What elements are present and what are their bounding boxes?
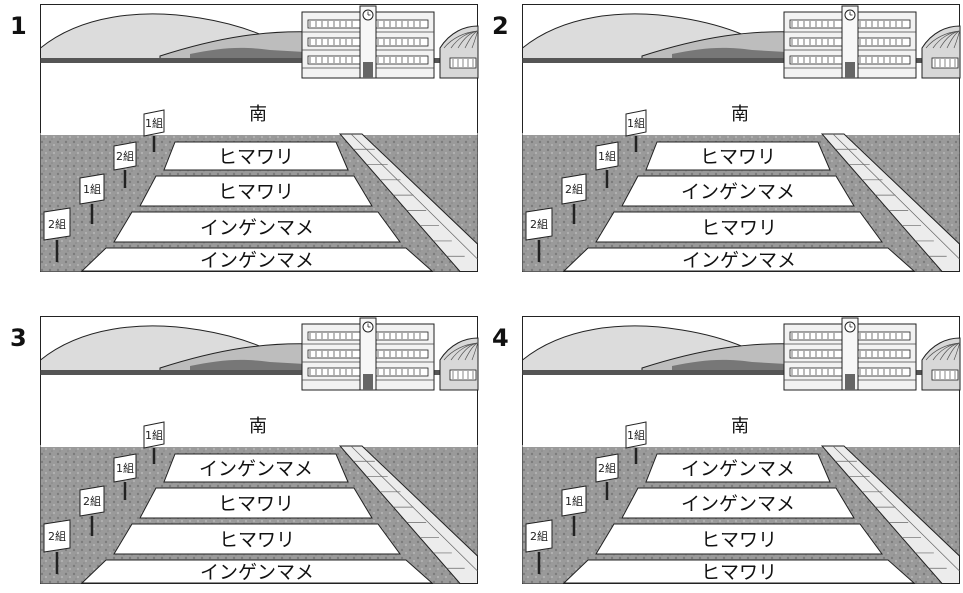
- sign-label: 2組: [530, 530, 548, 543]
- school-entrance: [363, 62, 373, 78]
- road-strip: [40, 370, 478, 375]
- bed-label: ヒマワリ: [218, 493, 294, 515]
- bed-label: インゲンマメ: [200, 250, 314, 272]
- sign-label: 2組: [116, 150, 134, 163]
- road-strip: [40, 58, 478, 63]
- flower-bed: インゲンマメ: [562, 247, 916, 272]
- class-sign: 2組: [525, 207, 553, 262]
- sign-label: 2組: [83, 495, 101, 508]
- bed-label: インゲンマメ: [199, 458, 313, 480]
- class-sign: 2組: [561, 173, 587, 224]
- bed-label: ヒマワリ: [700, 146, 776, 168]
- gymnasium: [921, 337, 961, 391]
- school-entrance: [363, 374, 373, 390]
- flower-bed: ヒマワリ: [562, 559, 916, 584]
- flower-bed: インゲンマメ: [621, 487, 855, 519]
- class-sign: 2組: [79, 485, 105, 536]
- bed-label: ヒマワリ: [701, 217, 777, 239]
- bed-label: インゲンマメ: [681, 181, 795, 203]
- school-entrance: [845, 374, 855, 390]
- class-sign: 2組: [525, 519, 553, 574]
- sign-label: 2組: [530, 218, 548, 231]
- class-sign: 1組: [113, 453, 137, 500]
- panel-number: 3: [10, 324, 27, 352]
- class-sign: 1組: [143, 421, 165, 464]
- bed-label: インゲンマメ: [200, 562, 314, 584]
- class-sign: 1組: [79, 173, 105, 224]
- class-sign: 2組: [595, 453, 619, 500]
- class-sign: 1組: [625, 109, 647, 152]
- sign-label: 1組: [627, 429, 645, 442]
- sign-label: 1組: [145, 117, 163, 130]
- sign-label: 1組: [565, 495, 583, 508]
- gymnasium: [439, 337, 479, 391]
- panel-number: 1: [10, 12, 27, 40]
- walkway: [820, 133, 960, 272]
- class-sign: 1組: [561, 485, 587, 536]
- bed-label: インゲンマメ: [681, 493, 795, 515]
- sign-label: 2組: [48, 530, 66, 543]
- panel-number: 2: [492, 12, 509, 40]
- class-sign: 2組: [113, 141, 137, 188]
- flower-bed: ヒマワリ: [163, 141, 349, 171]
- flower-bed: ヒマワリ: [595, 523, 883, 555]
- south-label: 南: [731, 104, 749, 125]
- walkway: [820, 445, 960, 584]
- class-sign: 2組: [43, 207, 71, 262]
- flower-bed: ヒマワリ: [645, 141, 831, 171]
- flower-bed: インゲンマメ: [645, 453, 831, 483]
- south-label: 南: [249, 416, 267, 437]
- sign-label: 1組: [598, 150, 616, 163]
- bed-label: ヒマワリ: [218, 146, 294, 168]
- sign-label: 1組: [627, 117, 645, 130]
- bed-label: インゲンマメ: [682, 250, 796, 272]
- flower-bed: インゲンマメ: [113, 211, 401, 243]
- panel-number: 4: [492, 324, 509, 352]
- class-sign: 2組: [43, 519, 71, 574]
- bed-label: ヒマワリ: [701, 529, 777, 551]
- class-sign: 1組: [625, 421, 647, 464]
- bed-label: ヒマワリ: [701, 562, 777, 584]
- south-label: 南: [731, 416, 749, 437]
- flower-bed: インゲンマメ: [80, 559, 434, 584]
- sign-label: 1組: [145, 429, 163, 442]
- school-entrance: [845, 62, 855, 78]
- sign-label: 1組: [116, 462, 134, 475]
- flower-bed: インゲンマメ: [621, 175, 855, 207]
- class-sign: 1組: [143, 109, 165, 152]
- flower-bed: インゲンマメ: [163, 453, 349, 483]
- flower-bed: ヒマワリ: [139, 487, 373, 519]
- bed-label: インゲンマメ: [681, 458, 795, 480]
- south-label: 南: [249, 104, 267, 125]
- bed-label: ヒマワリ: [218, 181, 294, 203]
- sign-label: 1組: [83, 183, 101, 196]
- road-strip: [522, 58, 960, 63]
- gymnasium: [921, 25, 961, 79]
- walkway: [338, 133, 478, 272]
- flower-bed: ヒマワリ: [595, 211, 883, 243]
- sign-label: 2組: [565, 183, 583, 196]
- flower-bed: ヒマワリ: [113, 523, 401, 555]
- bed-label: ヒマワリ: [219, 529, 295, 551]
- bed-label: インゲンマメ: [200, 217, 314, 239]
- flower-bed: インゲンマメ: [80, 247, 434, 272]
- walkway: [338, 445, 478, 584]
- road-strip: [522, 370, 960, 375]
- flower-bed: ヒマワリ: [139, 175, 373, 207]
- sign-label: 2組: [48, 218, 66, 231]
- class-sign: 1組: [595, 141, 619, 188]
- sign-label: 2組: [598, 462, 616, 475]
- gymnasium: [439, 25, 479, 79]
